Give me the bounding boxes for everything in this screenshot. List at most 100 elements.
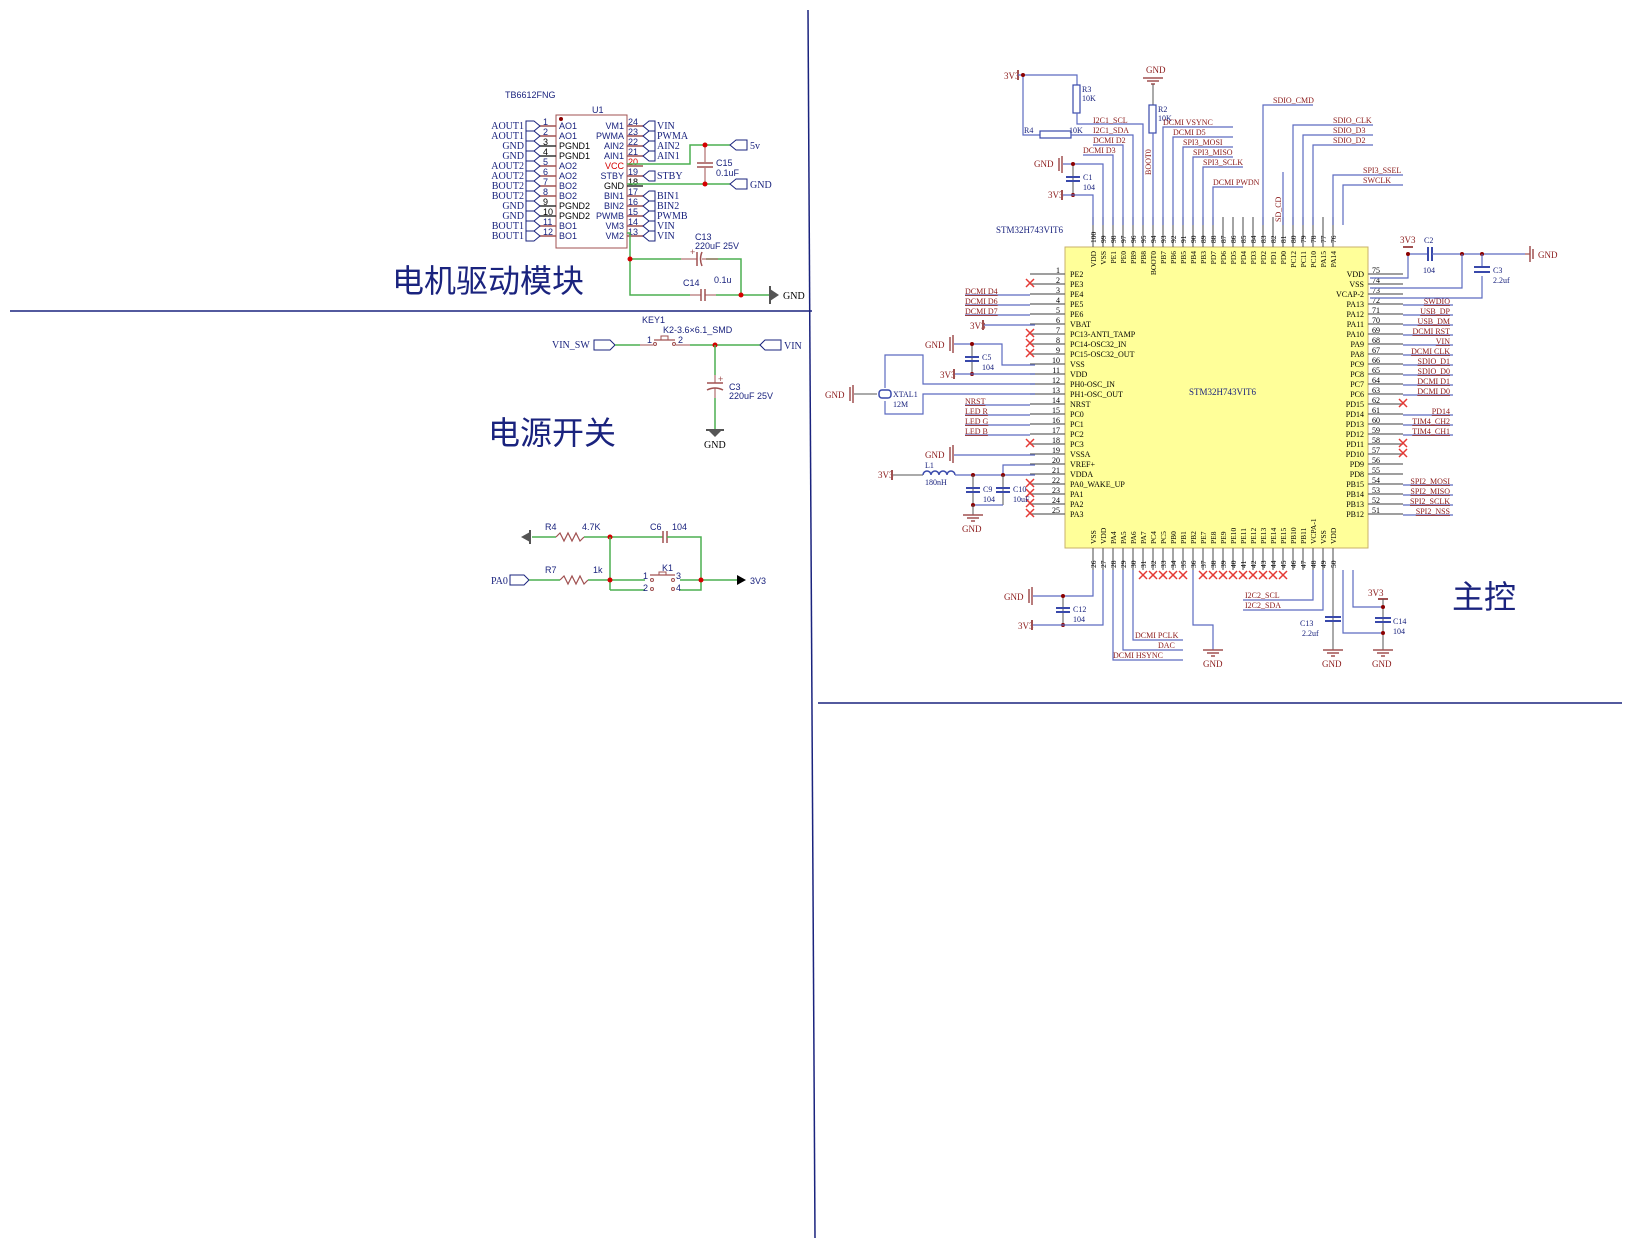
k1-switch[interactable]: K1 1 2 3 4 (643, 563, 681, 593)
c3-power-cap[interactable]: + C3 220uF 25V (706, 374, 773, 401)
net-port[interactable]: GND (502, 140, 541, 152)
net-port[interactable]: STBY (642, 170, 683, 182)
net-port[interactable]: BOUT2 (492, 180, 541, 192)
r4-pullup-resistor[interactable]: R4 10K (1024, 126, 1083, 139)
net-port[interactable]: AOUT1 (491, 130, 541, 142)
net-port[interactable]: AIN1 (642, 150, 680, 162)
net-port-vin-sw[interactable]: VIN_SW (552, 339, 616, 351)
r3-resistor[interactable]: R3 10K (1072, 84, 1096, 114)
c13-vcap-capacitor[interactable]: C13 2.2uf (1300, 616, 1341, 638)
net-port[interactable]: BOUT2 (492, 190, 541, 202)
r7-resistor[interactable]: R7 1k (545, 565, 603, 586)
net-port[interactable]: AIN2 (642, 140, 680, 152)
net-port[interactable]: GND (502, 150, 541, 162)
net-port[interactable]: GND (502, 210, 541, 222)
net-port[interactable]: BOUT1 (492, 220, 541, 232)
xtal1-crystal[interactable]: XTAL1 12M (878, 389, 918, 409)
net-port[interactable]: BIN1 (642, 190, 679, 202)
c12-capacitor[interactable]: C12 104 (1056, 594, 1086, 627)
c2-capacitor[interactable]: C2 104 (1423, 236, 1435, 275)
u1-c13[interactable]: + C13 220uF 25V (627, 232, 740, 267)
c9-capacitor[interactable]: C9 104 (966, 475, 995, 505)
c6-capacitor[interactable]: C6 104 (650, 522, 687, 543)
c10-capacitor[interactable]: C10 10uF (996, 475, 1030, 505)
net-port[interactable]: AOUT2 (491, 160, 541, 172)
net-port[interactable]: PWMA (642, 130, 689, 142)
net-port[interactable]: VIN (642, 230, 675, 242)
c3-vcap-capacitor[interactable]: C3 2.2uf (1474, 266, 1510, 285)
net-port-vin[interactable]: VIN (759, 339, 802, 352)
net-port[interactable]: VIN (642, 120, 675, 132)
net-port[interactable]: BIN2 (642, 200, 679, 212)
net-port-pa0[interactable]: PA0 (491, 574, 530, 587)
net-port-gnd-u1[interactable]: GND (729, 178, 772, 191)
u1-c15[interactable]: C15 0.1uF (697, 142, 740, 187)
net-port[interactable]: GND (502, 200, 541, 212)
c1-capacitor[interactable]: C1 104 (1066, 162, 1095, 197)
